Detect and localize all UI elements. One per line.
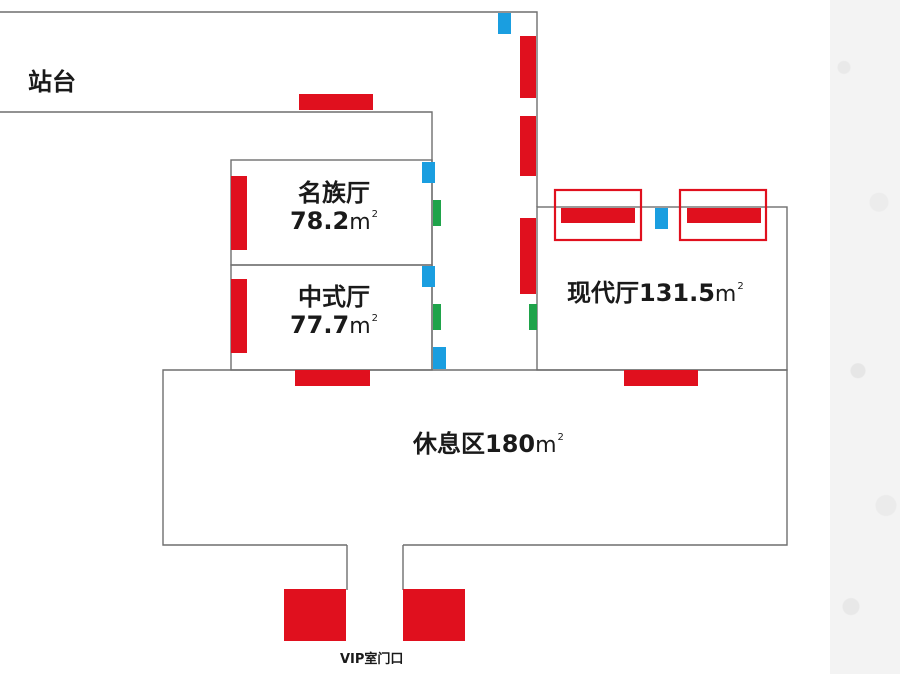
label-rest-area-exp: 2 bbox=[557, 432, 564, 443]
label-room-xiandai-text: 现代厅131.5 bbox=[567, 279, 715, 307]
blue-door-zhongshi-bottom bbox=[433, 347, 446, 369]
walls bbox=[0, 11, 788, 590]
green-markers bbox=[433, 200, 537, 330]
red-block-xiandai-bottom bbox=[624, 370, 698, 386]
red-block-zhongshi bbox=[231, 279, 247, 353]
blue-door-zhongshi bbox=[422, 266, 435, 287]
blue-door-xiandai bbox=[655, 208, 668, 229]
green-marker-zhongshi bbox=[433, 304, 441, 330]
red-block-corridor-1 bbox=[520, 36, 536, 98]
wall-rest-area bbox=[162, 369, 788, 546]
label-room-mingzu-name: 名族厅 bbox=[298, 179, 370, 207]
label-room-zhongshi-area: 77.7 bbox=[289, 311, 350, 339]
label-room-xiandai-exp: 2 bbox=[737, 281, 744, 292]
label-vip-gate-text: VIP室门口 bbox=[340, 652, 404, 667]
red-block-mingzu bbox=[231, 176, 247, 250]
label-room-zhongshi: 中式厅 77.7m2 bbox=[274, 285, 394, 338]
label-room-mingzu-unit: m bbox=[349, 210, 371, 235]
label-room-mingzu-exp: 2 bbox=[371, 209, 379, 220]
label-room-zhongshi-name: 中式厅 bbox=[298, 283, 370, 311]
label-platform: 站台 bbox=[28, 70, 76, 94]
label-platform-text: 站台 bbox=[28, 68, 76, 96]
label-room-zhongshi-area-line: 77.7m2 bbox=[274, 313, 394, 338]
blue-door-mingzu bbox=[422, 162, 435, 183]
label-room-xiandai-unit: m bbox=[714, 282, 737, 307]
label-room-zhongshi-exp: 2 bbox=[371, 313, 379, 324]
highlight-box-1 bbox=[553, 188, 643, 242]
green-marker-mingzu bbox=[433, 200, 441, 226]
wall-platform-top bbox=[0, 11, 538, 207]
blue-door-top bbox=[498, 13, 511, 34]
red-block-zhongshi-bottom bbox=[295, 370, 370, 386]
highlight-boxes bbox=[553, 188, 768, 242]
label-rest-area: 休息区180m2 bbox=[413, 432, 564, 457]
background-texture bbox=[830, 0, 900, 674]
label-room-mingzu: 名族厅 78.2m2 bbox=[274, 181, 394, 234]
label-rest-area-text: 休息区180 bbox=[413, 430, 536, 458]
blue-doors bbox=[422, 13, 668, 369]
label-room-mingzu-area: 78.2 bbox=[289, 207, 350, 235]
red-block-gate-right bbox=[403, 589, 465, 641]
label-room-zhongshi-unit: m bbox=[349, 314, 371, 339]
red-block-xiandai-2 bbox=[687, 208, 761, 223]
label-vip-gate: VIP室门口 bbox=[340, 653, 403, 666]
highlight-box-2 bbox=[678, 188, 768, 242]
red-block-xiandai-1 bbox=[561, 208, 635, 223]
red-block-corridor-3 bbox=[520, 218, 536, 294]
label-rest-area-unit: m bbox=[535, 433, 557, 458]
label-room-xiandai: 现代厅131.5m2 bbox=[567, 281, 744, 306]
red-blocks bbox=[231, 36, 761, 641]
red-block-platform bbox=[299, 94, 373, 110]
red-block-corridor-2 bbox=[520, 116, 536, 176]
red-block-gate-left bbox=[284, 589, 346, 641]
label-room-mingzu-area-line: 78.2m2 bbox=[274, 209, 394, 234]
green-marker-xiandai bbox=[529, 304, 537, 330]
